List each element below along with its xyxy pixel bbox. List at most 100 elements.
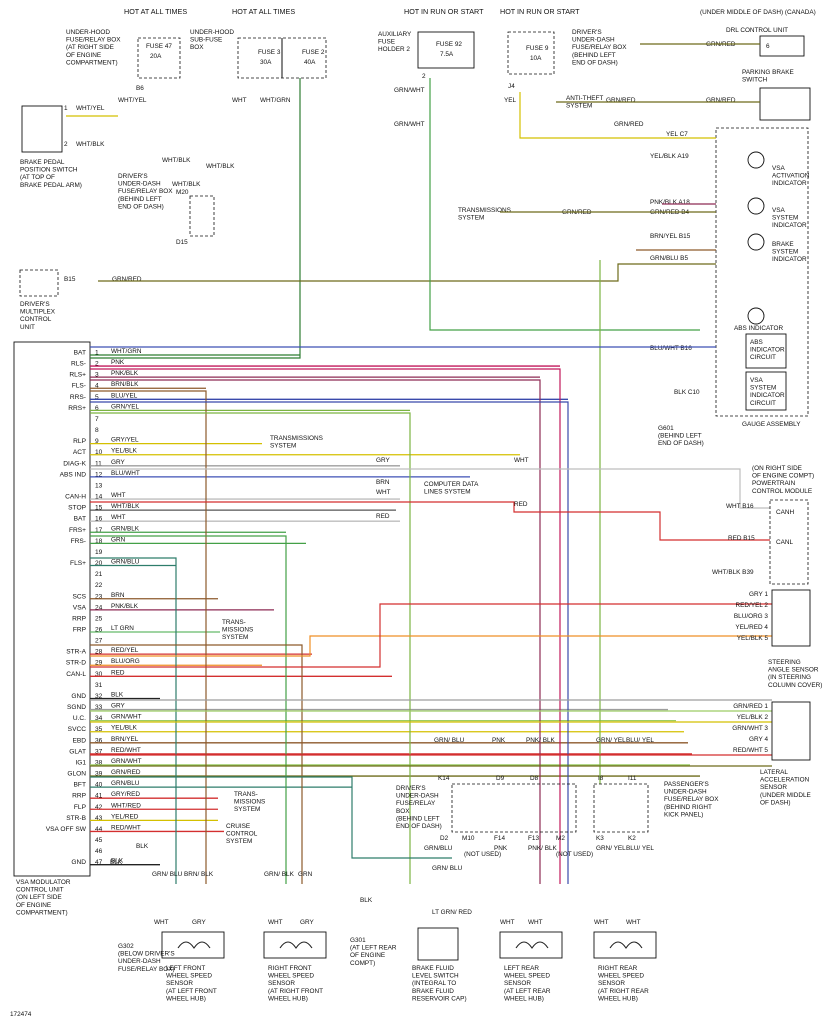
vsa-pin-name: RRS+ [68, 405, 86, 412]
vsa-pin-wire-label: PNK [111, 359, 125, 366]
vsa-pin-name: GND [71, 859, 86, 866]
vsa-pin-name: FLS- [72, 383, 86, 390]
vsa-pin-wire-label: GRN/WHT [111, 758, 142, 765]
bottom-pin-label: F14 [494, 835, 505, 842]
vsa-pin-wire-label: RED [111, 669, 125, 676]
passengers-underdash-bottom [593, 783, 649, 833]
vsa-pin-wire-label: LT GRN [111, 625, 134, 632]
c10-pin: BLK C10 [674, 389, 700, 396]
pcm-b15: RED B15 [728, 535, 755, 542]
vsa-pin-number: 11 [95, 460, 102, 467]
vsa-pin-name: IG1 [75, 759, 86, 766]
vsa-pin-number: 15 [95, 505, 103, 512]
vsa-pin-wire-label: PNK/BLK [111, 370, 139, 377]
vsa-pin-number: 38 [95, 759, 103, 766]
vsa-pin-name: FRP [73, 627, 87, 634]
routed-wire [90, 390, 207, 884]
bottom-pin-label: F13 [528, 835, 539, 842]
bottom-pin-label: PNK/ BLK [526, 737, 556, 744]
abs-indicator-bulb-icon [747, 307, 765, 325]
vsa-pin-wire-label: GRY/YEL [111, 437, 139, 444]
vsa-pin-number: 9 [95, 438, 99, 445]
vsa-pin-wire-label: BLK [111, 691, 124, 698]
vsa-pin-number: 18 [95, 538, 103, 545]
vsa-pin-number: 10 [95, 449, 103, 456]
sensor-coil-icon [177, 941, 211, 949]
routed-wire [90, 379, 541, 884]
sensor-wire-label: GRN/ BLU [152, 871, 183, 878]
vsa-pin-name: BAT [74, 350, 86, 357]
vsa-pin-number: 29 [95, 660, 103, 667]
top-wire-grn-wht-2: GRN/WHT [394, 121, 425, 128]
fuse-92-amp: 7.5A [440, 51, 454, 58]
vsa-pin-number: 25 [95, 615, 103, 622]
vsa-pin-number: 32 [95, 693, 103, 700]
bottom-pin-label: (NOT USED) [464, 851, 501, 858]
vsa-pin-number: 14 [95, 494, 103, 501]
vsa-pin-number: 46 [95, 848, 103, 855]
vsa-pin-name: SVCC [68, 726, 87, 733]
vsa-system-bulb-icon [747, 197, 765, 215]
vsa-pin-number: 43 [95, 815, 103, 822]
steering-angle-sensor [771, 589, 811, 647]
vsa-pin-number: 21 [95, 571, 103, 578]
vsa-pin-name: RRP [72, 793, 87, 800]
lateral-pin-label: GRN/WHT 3 [732, 725, 768, 732]
bottom-pin-label: K3 [596, 835, 604, 842]
drivers-underdash-bottom [451, 783, 577, 833]
routed-wire [429, 78, 700, 331]
vsa-pin-name: CAN-H [65, 494, 86, 501]
top-wire-wht-yel: WHT/YEL [118, 97, 147, 104]
sensor-coil-icon [609, 941, 643, 949]
vsa-pin-wire-label: BLU/ORG [111, 658, 140, 665]
b6-pin: B6 [136, 85, 144, 92]
top-wire-wht-blk-2: WHT/BLK [206, 163, 235, 170]
cds-wire-wht-r: WHT [514, 457, 529, 464]
vsa-pin-number: 24 [95, 604, 103, 611]
vsa-pin-wire-label: GRY/RED [111, 791, 140, 798]
vsa-pin-name: U.C. [73, 715, 86, 722]
vsa-pin-number: 4 [95, 383, 99, 390]
wheel-sensor-body [263, 931, 327, 959]
abs-indicator-circuit [745, 333, 787, 369]
vsa-pin-number: 31 [95, 682, 103, 689]
brake-system-bulb-icon [747, 233, 765, 251]
drl-control-unit-label: DRL CONTROL UNIT [726, 27, 788, 34]
vsa-pin-wire-label: GRN/YEL [111, 403, 140, 410]
vsa-pin-number: 20 [95, 560, 103, 567]
vsa-pin-name: STR-D [66, 660, 86, 667]
bps-wire2: WHT/BLK [76, 141, 105, 148]
vsa-pin-wire-label: WHT [111, 514, 126, 521]
fuse-47-amp: 20A [150, 53, 162, 60]
cds-wire-red-r: RED [514, 501, 528, 508]
top-wire-grn-wht-1: GRN/WHT [394, 87, 425, 94]
vsa-pin-wire-label: WHT/GRN [111, 348, 142, 355]
vsa-pin-name: EBD [72, 737, 86, 744]
cds-wire-red: RED [376, 513, 390, 520]
sensor-wire-label: WHT [500, 919, 515, 926]
vsa-pin-wire-label: GRY [111, 459, 125, 466]
steering-pin-label: YEL/RED 4 [735, 624, 768, 631]
vsa-pin-number: 23 [95, 593, 103, 600]
vsa-pin-number: 22 [95, 582, 103, 589]
vsa-pin-wire-label: BLU/WHT [111, 470, 140, 477]
lateral-pin-label: RED/WHT 5 [733, 747, 768, 754]
fuse-47-label: FUSE 47 [146, 43, 172, 50]
routed-wire [90, 557, 177, 884]
vsa-pin-wire-label: GRN/BLK [111, 525, 140, 532]
vsa-pin-number: 42 [95, 804, 103, 811]
sensor-wire-label: WHT [528, 919, 543, 926]
vsa-pin-number: 36 [95, 737, 103, 744]
sensor-wire-label: BRN/ BLK [184, 871, 214, 878]
routed-wire [90, 776, 452, 859]
pb-wire: GRN/RED [706, 97, 736, 104]
